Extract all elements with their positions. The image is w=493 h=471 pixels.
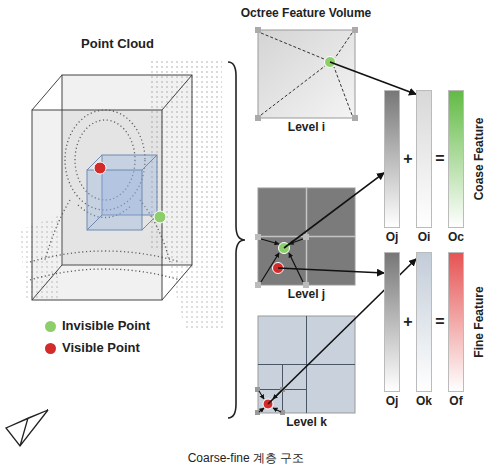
node-label: Level i xyxy=(288,120,325,134)
octree-level: Level k xyxy=(258,316,355,431)
node-label: Of xyxy=(449,394,462,408)
feature-label: Fine Feature xyxy=(472,286,486,357)
illustration-region: Point Cloud xyxy=(10,34,225,314)
illustration-title: Point Cloud xyxy=(81,36,154,51)
feature-label: Coase Feature xyxy=(472,118,486,201)
section-heading: Octree Feature Volume xyxy=(241,6,372,20)
feature-vector xyxy=(416,90,432,228)
node-label: Oj xyxy=(386,230,399,244)
level-k-grid xyxy=(255,316,355,415)
feature-vector xyxy=(448,90,464,228)
inner-cube xyxy=(87,155,157,230)
camera xyxy=(6,410,48,446)
connector-arrow xyxy=(278,268,384,273)
node-label: Oc xyxy=(448,230,464,244)
level-square xyxy=(258,30,355,118)
caption: Coarse-fine 계층 구조 xyxy=(188,450,305,467)
feature-vector xyxy=(448,252,464,392)
feature-bar: Oj xyxy=(384,90,401,246)
operator-symbol: = xyxy=(435,150,444,168)
feature-vector xyxy=(416,252,432,392)
feature-bar: Oj xyxy=(384,252,401,410)
visible-point xyxy=(94,162,106,174)
legend-swatch xyxy=(45,343,56,354)
node-label: Ok xyxy=(416,394,432,408)
feature-bar: Oi xyxy=(416,90,433,246)
level-i-grid xyxy=(255,27,358,121)
invisible-point xyxy=(154,211,166,223)
feature-bar: Of xyxy=(447,252,464,410)
feature-vector xyxy=(384,252,400,392)
level-square xyxy=(258,188,355,285)
connector-arrow xyxy=(330,62,416,94)
level-square xyxy=(258,316,355,413)
feature-bar: Ok xyxy=(414,252,434,410)
node-label: Level j xyxy=(288,287,325,301)
operator-symbol: = xyxy=(435,313,444,331)
operator-symbol: + xyxy=(403,313,412,331)
feature-bar: Oc xyxy=(446,90,466,246)
level-j-grid xyxy=(255,188,355,288)
octree-level: Level j xyxy=(258,188,355,303)
node-label: Oj xyxy=(386,394,399,408)
node-label: Level k xyxy=(286,415,327,429)
legend-label: Invisible Point xyxy=(62,318,150,333)
connector-arrow xyxy=(284,173,384,248)
legend-label: Visible Point xyxy=(62,340,140,355)
operator-symbol: + xyxy=(403,150,412,168)
node-label: Oi xyxy=(418,230,431,244)
feature-vector xyxy=(384,90,400,228)
brace xyxy=(228,62,245,418)
octree-level: Level i xyxy=(258,30,355,136)
bounding-cube xyxy=(32,75,192,300)
legend-swatch xyxy=(45,321,56,332)
point-cloud xyxy=(20,58,225,330)
